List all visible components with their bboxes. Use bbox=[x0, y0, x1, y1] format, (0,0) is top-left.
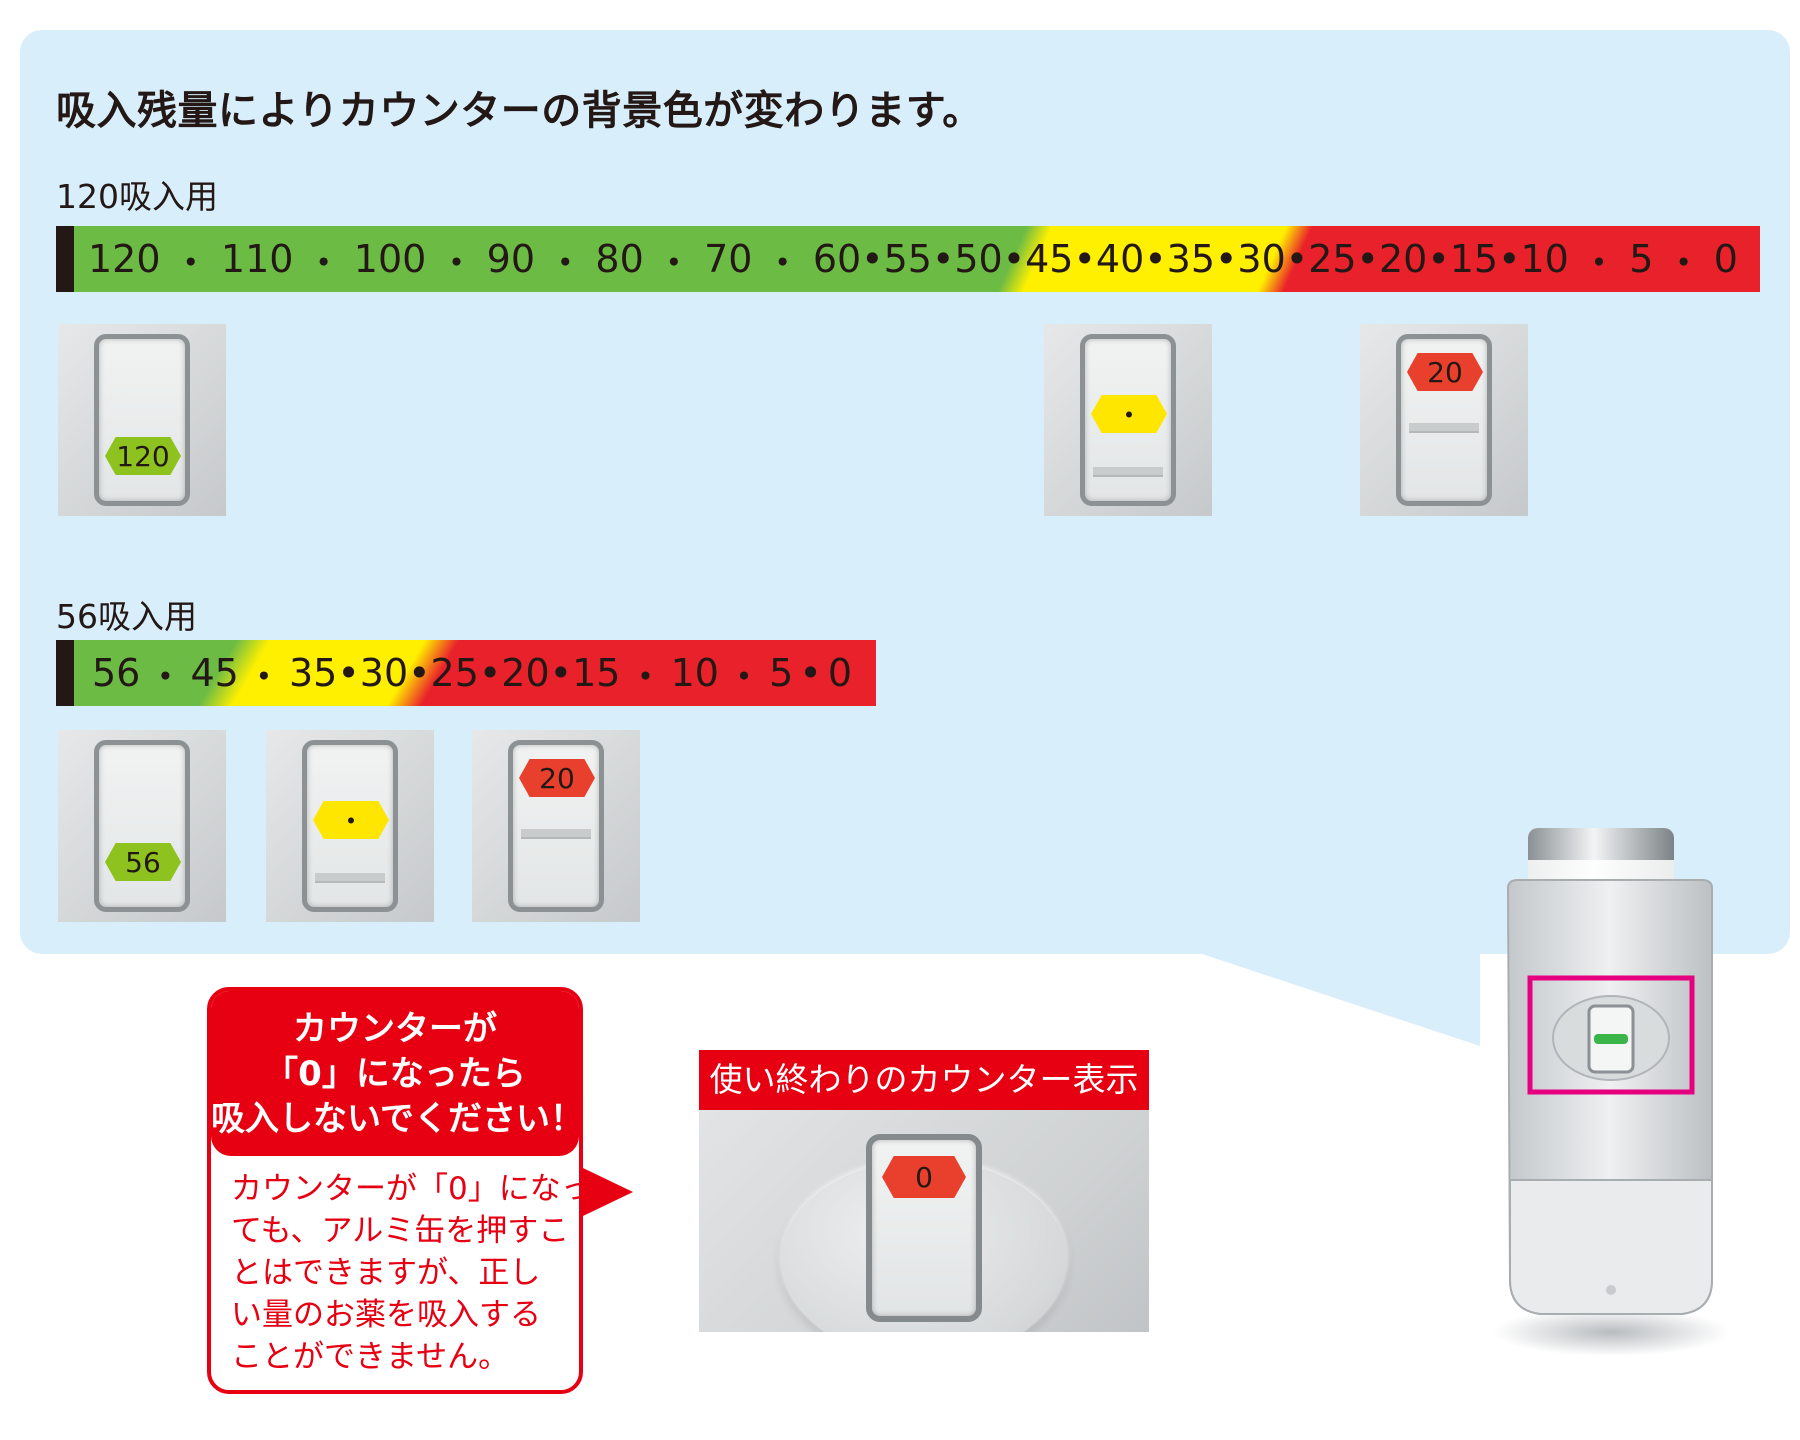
scale-120-1: ・ bbox=[171, 240, 210, 285]
scale-56-7: ・ bbox=[725, 654, 764, 699]
scale-120-10: 70 bbox=[704, 237, 753, 281]
warning-body: カウンターが「0」になっ ても、アルミ缶を押すこ とはできますが、正し い量のお… bbox=[211, 1156, 579, 1378]
scale-56-9: • bbox=[799, 651, 822, 695]
mouthpiece-dot bbox=[1606, 1285, 1616, 1295]
warning-body-line: カウンターが「0」になっ bbox=[231, 1171, 583, 1207]
scale-120-0: 120 bbox=[88, 237, 161, 281]
warning-head-line: 吸入しないでください！ bbox=[211, 1099, 583, 1139]
scale-56-1: ・ bbox=[146, 654, 185, 699]
counter-badge-green: 120 bbox=[105, 437, 181, 475]
scale-120-6: 90 bbox=[486, 237, 536, 281]
speech-pointer bbox=[1190, 950, 1480, 1046]
counter-badge-red: 20 bbox=[519, 759, 595, 797]
scale-120-3: ・ bbox=[304, 240, 343, 285]
counter-window: ・ bbox=[1080, 334, 1176, 506]
scale-120-8: 80 bbox=[595, 237, 644, 281]
page-heading: 吸入残量によりカウンターの背景色が変わります。 bbox=[56, 88, 983, 134]
counter-window: 56 bbox=[94, 740, 190, 912]
scale-120-4: 100 bbox=[353, 237, 427, 281]
scale-120-15: ・ bbox=[1664, 240, 1703, 285]
end-counter-title: 使い終わりのカウンター表示 bbox=[699, 1050, 1149, 1110]
scale-120-11: ・ bbox=[763, 240, 802, 285]
counter-slot bbox=[521, 829, 591, 839]
scale-56-5: ・ bbox=[626, 654, 665, 699]
counter-window: 20 bbox=[508, 740, 604, 912]
scale-bar-56: 56 ・ 45 ・ 35•30•25•20•15 ・ 10 ・ 5 • 0 bbox=[56, 640, 876, 706]
counter-badge-red: 20 bbox=[1407, 353, 1483, 391]
warning-box: カウンターが 「0」になったら 吸入しないでください！ カウンターが「0」になっ… bbox=[207, 987, 583, 1394]
scale-56-4: 35•30•25•20•15 bbox=[289, 651, 621, 695]
counter-120-full: 120 bbox=[58, 324, 226, 516]
scale-120-12: 60•55•50•45•40•35•30•25•20•15•10 bbox=[812, 237, 1569, 281]
end-counter-display: 使い終わりのカウンター表示 0 bbox=[699, 1050, 1149, 1332]
scale-120-14: 5 bbox=[1629, 237, 1654, 281]
counter-badge-green: 56 bbox=[105, 843, 181, 881]
scale-120-2: 110 bbox=[220, 237, 294, 281]
counter-56-full: 56 bbox=[58, 730, 226, 922]
scale-56-6: 10 bbox=[670, 651, 719, 695]
counter-window: ・ bbox=[302, 740, 398, 912]
counter-badge-yellow: ・ bbox=[1091, 395, 1167, 433]
inhaler-counter-green bbox=[1594, 1034, 1628, 1044]
scale-bar-120: 120 ・ 110 ・ 100 ・ 90 ・ 80 ・ 70 ・ 60•55•5… bbox=[56, 226, 1760, 292]
scale-120-5: ・ bbox=[437, 240, 476, 285]
scale-56-2: 45 bbox=[190, 651, 239, 695]
section-56-label: 56吸入用 bbox=[56, 597, 197, 636]
counter-120-yellow: ・ bbox=[1044, 324, 1212, 516]
warning-body-line: ことができません。 bbox=[231, 1339, 510, 1375]
counter-window: 120 bbox=[94, 334, 190, 506]
counter-120-red: 20 bbox=[1360, 324, 1528, 516]
scale-56-10: 0 bbox=[827, 651, 852, 695]
warning-body-line: ても、アルミ缶を押すこ bbox=[231, 1213, 570, 1249]
scale-120-13: ・ bbox=[1580, 240, 1619, 285]
scale-120-9: ・ bbox=[654, 240, 693, 285]
counter-slot bbox=[1093, 467, 1163, 477]
counter-window: 0 bbox=[866, 1134, 982, 1322]
warning-head-line: カウンターが bbox=[293, 1009, 497, 1049]
counter-window: 20 bbox=[1396, 334, 1492, 506]
highlight-frame bbox=[1527, 975, 1695, 1095]
section-120-label: 120吸入用 bbox=[56, 177, 218, 216]
scale-56-3: ・ bbox=[244, 654, 283, 699]
arrow-right-icon bbox=[583, 1168, 633, 1216]
counter-slot bbox=[1409, 423, 1479, 433]
inhaler-mouthpiece bbox=[1509, 1179, 1713, 1315]
counter-56-yellow: ・ bbox=[266, 730, 434, 922]
counter-badge-red: 0 bbox=[882, 1156, 966, 1198]
counter-badge-yellow: ・ bbox=[313, 801, 389, 839]
warning-head-line: 「0」になったら bbox=[264, 1054, 526, 1094]
scale-120-16: 0 bbox=[1713, 237, 1738, 281]
warning-body-line: とはできますが、正し bbox=[231, 1255, 541, 1291]
counter-56-red: 20 bbox=[472, 730, 640, 922]
warning-body-line: い量のお薬を吸入する bbox=[231, 1297, 541, 1333]
scale-56-8: 5 bbox=[769, 651, 794, 695]
inhaler-illustration bbox=[1493, 828, 1729, 1356]
scale-56-0: 56 bbox=[92, 651, 141, 695]
counter-slot bbox=[315, 873, 385, 883]
inhaler-shadow bbox=[1493, 1308, 1729, 1356]
scale-120-7: ・ bbox=[546, 240, 585, 285]
warning-headline: カウンターが 「0」になったら 吸入しないでください！ bbox=[211, 991, 579, 1156]
